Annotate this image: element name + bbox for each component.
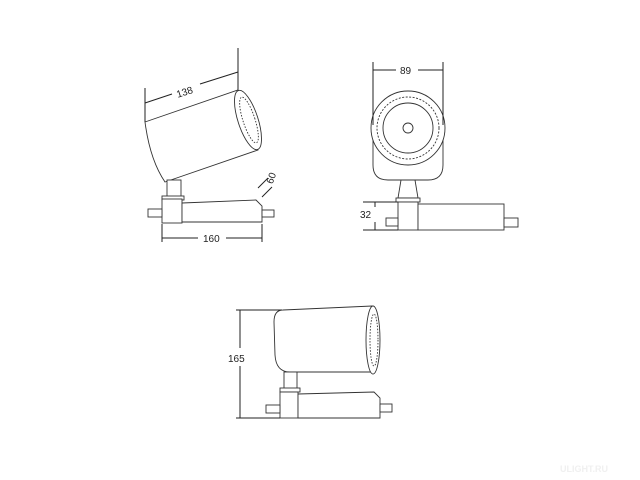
stem [283, 371, 298, 391]
dimension-165: 165 [228, 309, 282, 419]
dim-label-32: 32 [360, 210, 372, 221]
dimension-138: 138 [144, 48, 239, 122]
watermark: ULIGHT.RU [560, 464, 608, 474]
track-adapter [385, 201, 519, 231]
track-adapter [147, 198, 275, 224]
stem [166, 179, 182, 198]
dim-label-89: 89 [400, 66, 412, 77]
track-adapter [265, 391, 393, 419]
view-front: 89 32 [360, 62, 519, 231]
dim-label-60: 60 [265, 171, 279, 186]
view-perspective: 138 160 60 [144, 48, 279, 245]
lens-center [402, 122, 414, 134]
dimension-160: 160 [161, 224, 263, 245]
stem [397, 179, 419, 199]
lens [365, 305, 381, 375]
dim-label-165: 165 [228, 354, 245, 365]
dimension-60: 60 [257, 171, 279, 198]
dimension-89: 89 [372, 62, 444, 125]
dim-label-160: 160 [203, 234, 220, 245]
view-side: 165 [228, 305, 393, 419]
dimension-32: 32 [360, 201, 398, 231]
dim-label-138: 138 [175, 85, 195, 101]
lamp-body [144, 89, 262, 183]
lamp-body [273, 305, 375, 373]
